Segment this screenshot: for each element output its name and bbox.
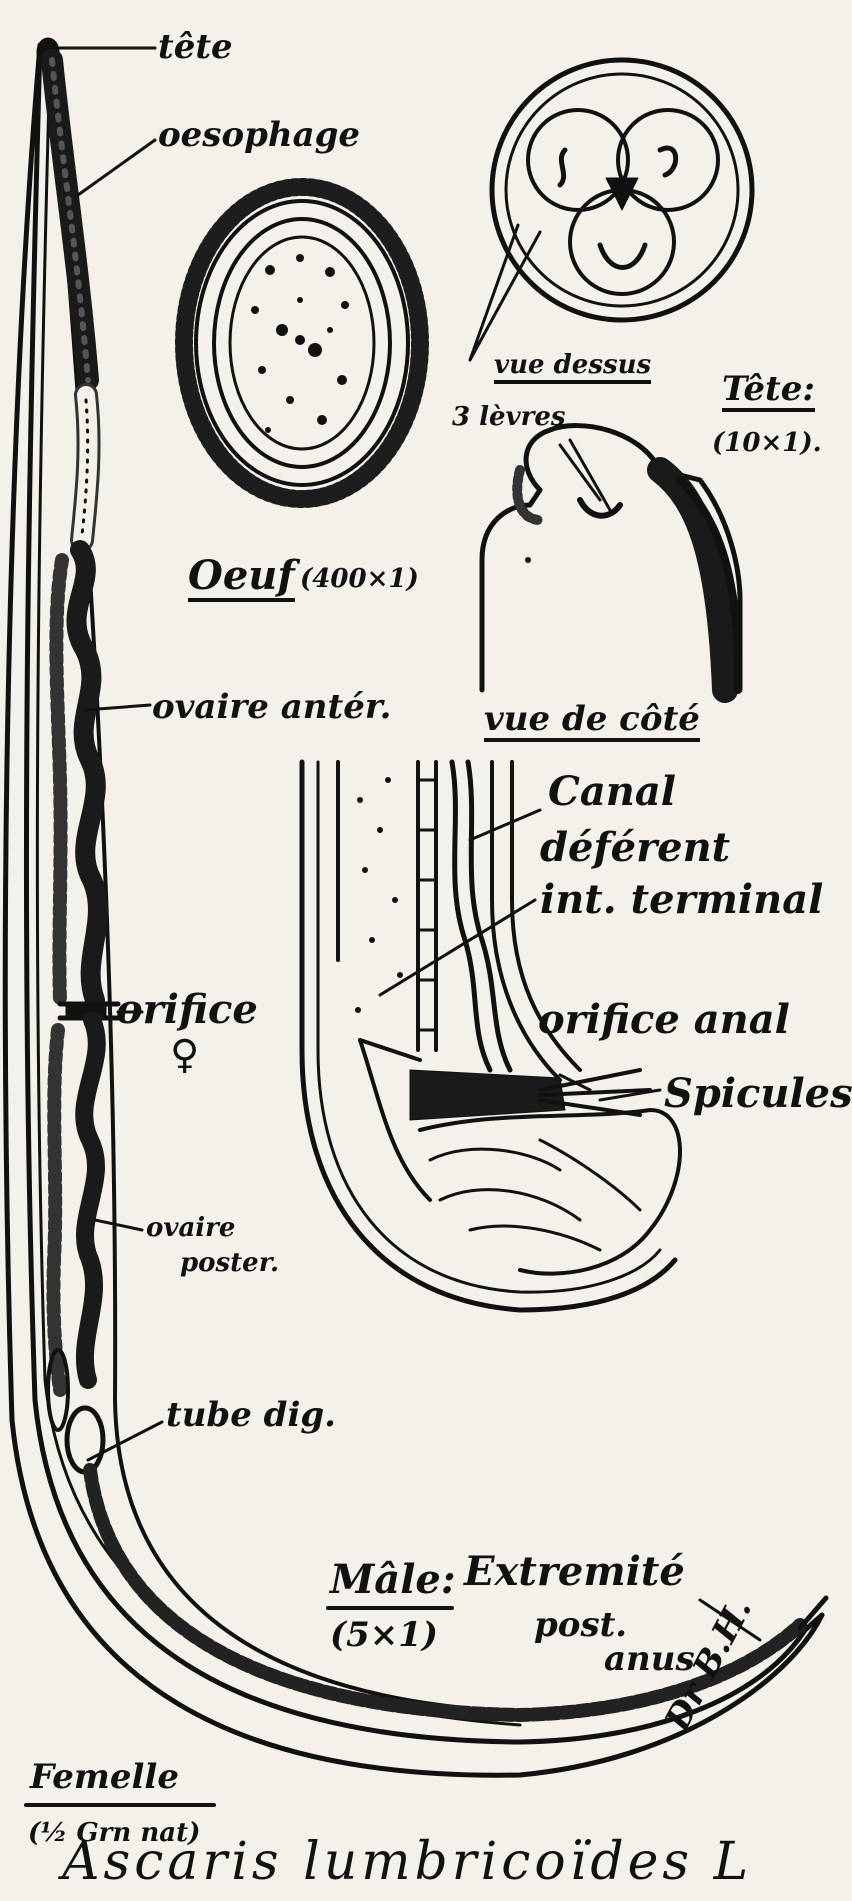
label-vue-de-cote: vue de côté (484, 702, 700, 742)
label-tete-scale: (10×1). (712, 430, 822, 456)
label-ovaire-anter: ovaire antér. (152, 690, 391, 724)
label-anus: anus (604, 1642, 695, 1676)
label-male-title: Mâle: (330, 1560, 456, 1600)
label-orifice: orifice (116, 990, 258, 1030)
label-male-scale: (5×1) (330, 1618, 438, 1652)
label-oeuf-scale: (400×1) (300, 566, 419, 592)
label-ovaire-poster-1: ovaire (146, 1215, 235, 1241)
label-orifice-anal: orifice anal (538, 1000, 790, 1040)
label-vue-dessus: vue dessus (494, 352, 651, 384)
label-oeuf: Oeuf (188, 556, 295, 602)
plate-title: Ascaris lumbricoïdes L (62, 1836, 752, 1888)
head-top-view-drawing (492, 60, 752, 320)
label-extremite: Extremité (464, 1552, 685, 1592)
egg-drawing (184, 187, 420, 499)
label-femelle: Femelle (30, 1760, 179, 1794)
label-tete-title: Tête: (722, 372, 815, 412)
label-int-terminal: int. terminal (540, 880, 823, 920)
label-ovaire-poster-2: poster. (180, 1250, 279, 1276)
label-spicules: Spicules (664, 1074, 852, 1114)
label-oesophage: oesophage (158, 118, 360, 152)
label-3-levres: 3 lèvres (452, 404, 566, 430)
label-tete: tête (158, 30, 233, 64)
label-post: post. (534, 1608, 627, 1642)
female-symbol: ♀ (170, 1035, 199, 1075)
label-canal: Canal (548, 772, 676, 812)
label-deferent: déférent (540, 828, 730, 868)
label-tube-dig: tube dig. (166, 1398, 336, 1432)
head-side-view-drawing (482, 426, 740, 690)
